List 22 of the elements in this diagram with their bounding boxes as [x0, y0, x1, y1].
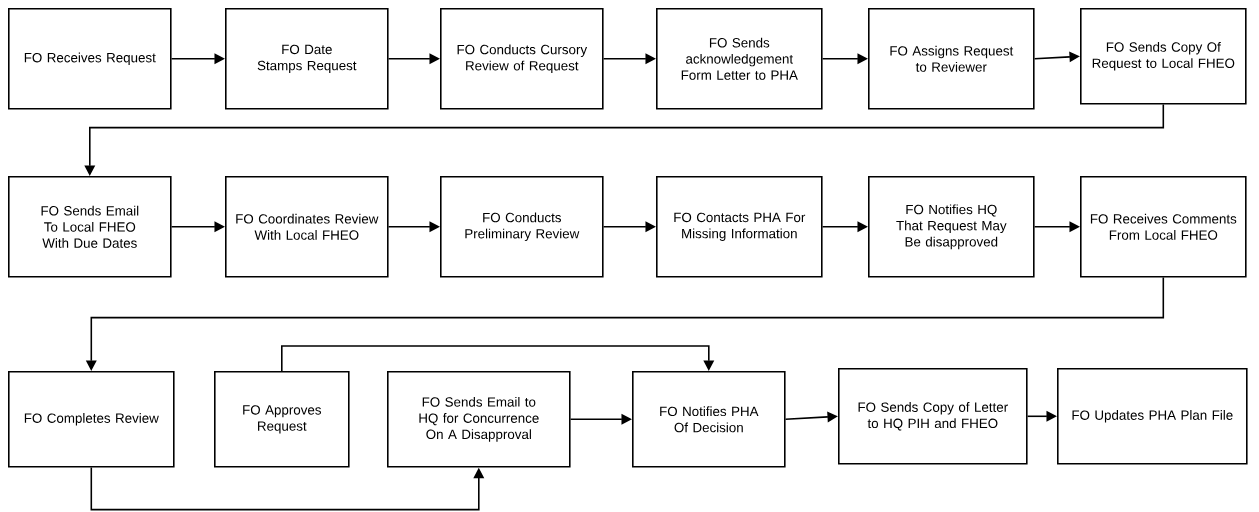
process-box: FO Completes Review [8, 371, 175, 468]
process-box: FO Sends Email To Local FHEO With Due Dates [8, 176, 172, 278]
process-box: FO Date Stamps Request [225, 8, 389, 110]
process-box: FO Sends Email to HQ for Concurrence On A Disapproval [387, 371, 571, 468]
process-box: FO Approves Request [214, 371, 350, 468]
process-box: FO Updates PHA Plan File [1057, 368, 1248, 465]
process-box: FO Receives Comments From Local FHEO [1080, 176, 1247, 278]
process-box: FO Sends Copy of Letter to HQ PIH and FHEO [838, 368, 1028, 465]
arrow [281, 345, 715, 372]
process-box: FO Sends Copy Of Request to Local FHEO [1080, 8, 1247, 105]
process-box: FO Sends acknowledgement Form Letter to PHA [656, 8, 823, 110]
process-box: FO Conducts Preliminary Review [440, 176, 604, 278]
process-box: FO Contacts PHA For Missing Information [656, 176, 823, 278]
process-box: FO Receives Request [8, 8, 172, 110]
process-box: FO Coordinates Review With Local FHEO [225, 176, 389, 278]
process-box: FO Assigns Request to Reviewer [868, 8, 1035, 110]
process-box: FO Notifies HQ That Request May Be disapproved [868, 176, 1035, 278]
process-box: FO Notifies PHA Of Decision [632, 371, 786, 468]
arrow [569, 413, 632, 425]
arrow [84, 103, 1165, 176]
arrow [1026, 410, 1057, 422]
process-box: FO Conducts Cursory Review of Request [440, 8, 604, 110]
